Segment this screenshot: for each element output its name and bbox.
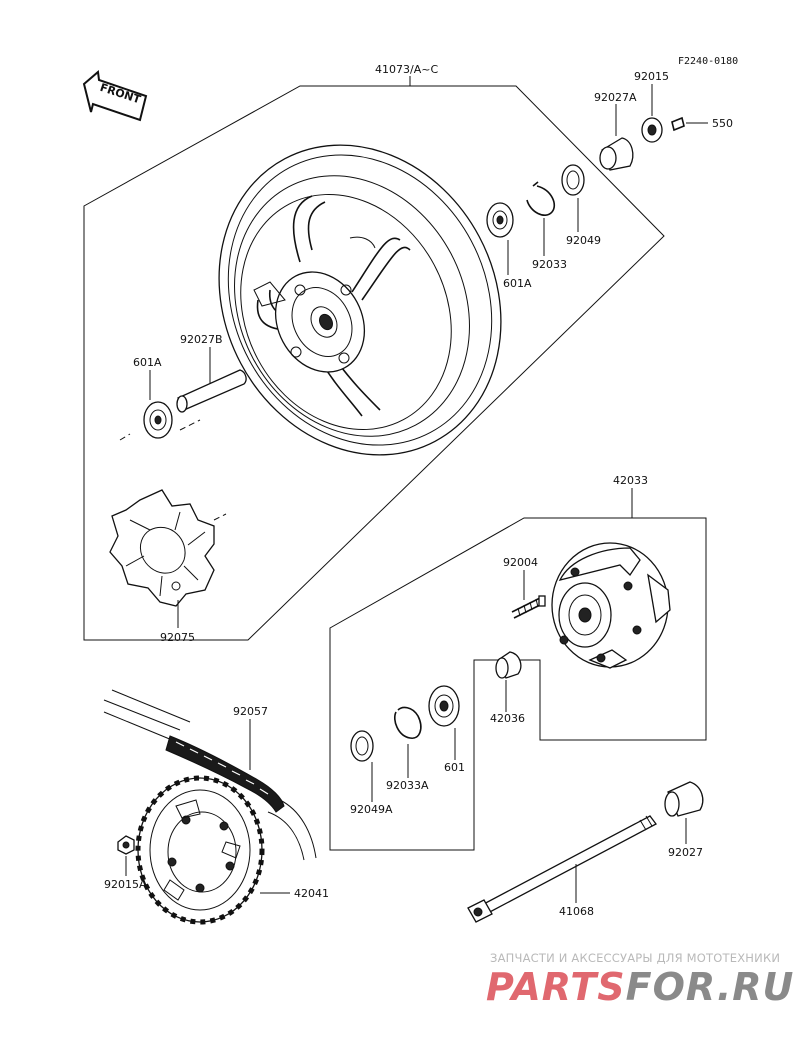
label-601: 601 bbox=[444, 761, 465, 774]
collar-92049 bbox=[561, 164, 585, 196]
damper-92075 bbox=[109, 489, 215, 607]
centerline-left bbox=[119, 419, 201, 441]
watermark: ЗАПЧАСТИ И АКСЕССУАРЫ ДЛЯ МОТОТЕХНИКИ PA… bbox=[486, 951, 794, 1009]
wheel-group-boundary bbox=[83, 85, 665, 641]
label-41073: 41073/A~C bbox=[375, 63, 438, 76]
watermark-brand-left: PARTS bbox=[486, 965, 626, 1009]
circlip-92033 bbox=[526, 181, 556, 216]
label-42036: 42036 bbox=[490, 712, 525, 725]
label-92027: 92027 bbox=[668, 846, 703, 859]
label-92004: 92004 bbox=[503, 556, 538, 569]
front-arrow-icon: FRONT bbox=[82, 70, 148, 122]
nut-92015A bbox=[117, 835, 135, 855]
circlip-92033A bbox=[394, 706, 422, 739]
collar-42036 bbox=[495, 651, 522, 679]
centerline-damper bbox=[213, 513, 227, 521]
watermark-caption: ЗАПЧАСТИ И АКСЕССУАРЫ ДЛЯ МОТОТЕХНИКИ bbox=[490, 951, 780, 965]
label-42041: 42041 bbox=[294, 887, 329, 900]
drive-chain-92057 bbox=[103, 689, 317, 861]
label-601A-top: 601A bbox=[503, 277, 532, 290]
stud-92004 bbox=[511, 595, 546, 619]
figure-code: F2240-0180 bbox=[678, 56, 738, 67]
nut-92015 bbox=[641, 117, 663, 143]
label-92033A: 92033A bbox=[386, 779, 429, 792]
rear-wheel-rim bbox=[218, 144, 502, 456]
label-550: 550 bbox=[712, 117, 733, 130]
label-92027B: 92027B bbox=[180, 333, 223, 346]
bearing-601 bbox=[428, 685, 460, 727]
watermark-logo: PARTSFOR.RU bbox=[486, 965, 794, 1009]
bearing-601A-top bbox=[486, 202, 514, 238]
collar-92027B bbox=[176, 369, 247, 413]
label-92015: 92015 bbox=[634, 70, 669, 83]
cotter-pin-550 bbox=[671, 116, 685, 132]
label-42033: 42033 bbox=[613, 474, 648, 487]
label-92027A: 92027A bbox=[594, 91, 637, 104]
collar-92049A bbox=[350, 730, 374, 762]
bearing-601A-left bbox=[143, 401, 173, 439]
collar-92027A bbox=[599, 137, 634, 171]
label-601A-left: 601A bbox=[133, 356, 162, 369]
label-92049: 92049 bbox=[566, 234, 601, 247]
label-92057: 92057 bbox=[233, 705, 268, 718]
label-92049A: 92049A bbox=[350, 803, 393, 816]
watermark-brand-right: FOR.RU bbox=[626, 965, 795, 1009]
collar-92027 bbox=[664, 781, 704, 817]
label-92075: 92075 bbox=[160, 631, 195, 644]
label-92015A: 92015A bbox=[104, 878, 147, 891]
label-41068: 41068 bbox=[559, 905, 594, 918]
label-92033: 92033 bbox=[532, 258, 567, 271]
sprocket-carrier-42033 bbox=[551, 542, 671, 669]
rear-axle-41068 bbox=[467, 815, 657, 923]
rear-sprocket-42041 bbox=[135, 775, 265, 925]
